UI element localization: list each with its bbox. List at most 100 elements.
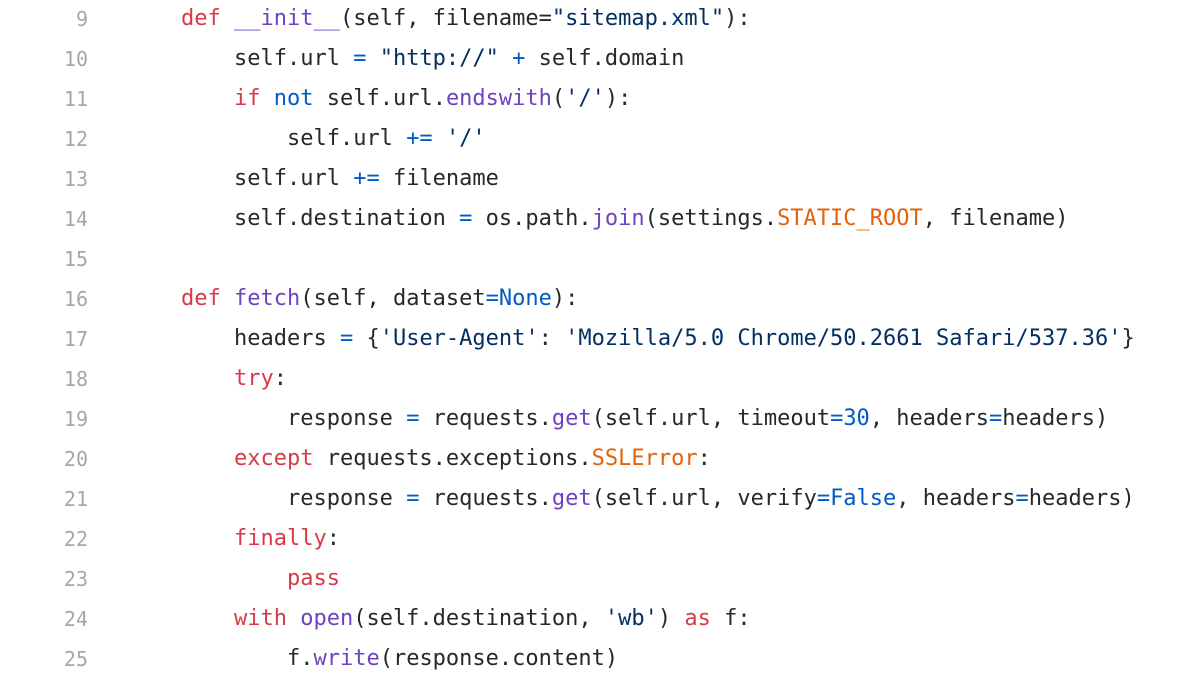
code-token: = — [459, 206, 473, 231]
code-token: join — [591, 206, 645, 231]
code-token: as — [684, 606, 711, 631]
code-line: 10 self.url = "http://" + self.domain — [0, 39, 1200, 79]
code-text: f.write(response.content) — [181, 639, 618, 679]
line-number: 11 — [63, 87, 88, 111]
code-text: try: — [181, 359, 287, 399]
line-number: 24 — [63, 607, 88, 631]
code-text: with open(self.destination, 'wb') as f: — [181, 599, 751, 639]
line-number: 10 — [63, 47, 88, 71]
code-line: 22 finally: — [0, 519, 1200, 559]
indent — [181, 486, 287, 511]
code-token: self.url. — [313, 86, 446, 111]
code-text: if not self.url.endswith('/'): — [181, 79, 631, 119]
code-token — [260, 86, 273, 111]
code-token: requests. — [419, 486, 552, 511]
code-token: = — [353, 46, 367, 71]
code-line: 14 self.destination = os.path.join(setti… — [0, 199, 1200, 239]
code-token: = — [989, 406, 1003, 431]
code-token: write — [313, 646, 380, 671]
code-token: def — [181, 6, 221, 31]
code-text: self.url += filename — [181, 159, 499, 199]
code-token: = — [816, 486, 831, 511]
code-token: try — [233, 366, 274, 391]
indent — [181, 406, 287, 431]
indent — [181, 46, 234, 71]
code-token: fetch — [234, 286, 301, 311]
code-token: self.url — [233, 166, 354, 191]
code-token: os.path. — [472, 206, 592, 231]
indent — [181, 366, 234, 391]
indent — [181, 566, 287, 591]
code-text: def __init__(self, filename="sitemap.xml… — [181, 0, 751, 39]
indent — [181, 606, 234, 631]
code-token: pass — [286, 566, 340, 591]
code-token — [366, 46, 379, 71]
code-token: def — [181, 286, 221, 311]
code-token: = — [406, 406, 420, 431]
code-token: 'wb' — [604, 606, 658, 631]
code-text: def fetch(self, dataset=None): — [181, 279, 578, 319]
code-text: response = requests.get(self.url, timeou… — [181, 399, 1108, 439]
code-text: headers = {'User-Agent': 'Mozilla/5.0 Ch… — [181, 319, 1135, 359]
code-token: '/' — [565, 86, 605, 111]
code-token: ( — [551, 86, 566, 111]
code-line: 24 with open(self.destination, 'wb') as … — [0, 599, 1200, 639]
code-token: ): — [551, 286, 579, 311]
line-number: 9 — [75, 7, 88, 31]
indent — [181, 446, 234, 471]
code-token: headers) — [1028, 486, 1135, 511]
code-token: (self.destination, — [353, 606, 605, 631]
code-text: self.destination = os.path.join(settings… — [181, 199, 1068, 239]
line-number: 21 — [63, 487, 88, 511]
line-number: 23 — [63, 567, 88, 591]
code-token: get — [551, 406, 592, 431]
code-token: (response.content) — [379, 646, 619, 671]
code-token: (self, dataset — [300, 286, 486, 311]
line-number: 12 — [63, 127, 88, 151]
line-number: 15 — [63, 247, 88, 271]
line-number: 19 — [63, 407, 88, 431]
code-token: 30 — [843, 406, 870, 431]
code-token — [287, 606, 300, 631]
code-token: = — [830, 406, 844, 431]
code-token: not — [273, 86, 314, 111]
indent — [181, 206, 234, 231]
code-token: } — [1121, 326, 1135, 351]
indent — [181, 526, 234, 551]
code-token: get — [551, 486, 592, 511]
code-token: "http://" — [379, 46, 499, 71]
line-number: 22 — [63, 527, 88, 551]
code-token: : — [273, 366, 287, 391]
code-line: 18 try: — [0, 359, 1200, 399]
code-token: SSLError — [591, 446, 698, 471]
code-token: except — [233, 446, 314, 471]
code-token: self.url — [233, 46, 354, 71]
code-token: : — [697, 446, 711, 471]
code-token: 'Mozilla/5.0 Chrome/50.2661 Safari/537.3… — [565, 326, 1122, 351]
code-token: { — [353, 326, 380, 351]
code-token: += — [406, 126, 433, 151]
code-token: None — [498, 286, 552, 311]
code-line: 9 def __init__(self, filename="sitemap.xm… — [0, 0, 1200, 39]
code-token: STATIC_ROOT — [777, 206, 923, 231]
code-text: except requests.exceptions.SSLError: — [181, 439, 711, 479]
code-token: f: — [710, 606, 751, 631]
code-token: : — [326, 526, 340, 551]
code-line: 20 except requests.exceptions.SSLError: — [0, 439, 1200, 479]
code-token: "sitemap.xml" — [551, 6, 725, 31]
line-number: 20 — [63, 447, 88, 471]
code-token: = — [339, 326, 354, 351]
code-token: filename — [379, 166, 499, 191]
code-line: 25 f.write(response.content) — [0, 639, 1200, 679]
indent — [181, 646, 287, 671]
code-token — [221, 286, 234, 311]
code-token: response — [286, 486, 407, 511]
code-token — [221, 6, 234, 31]
indent — [181, 166, 234, 191]
code-token: , headers — [896, 486, 1016, 511]
code-token: response — [286, 406, 407, 431]
code-line: 15 — [0, 239, 1200, 279]
code-token: ) — [657, 606, 685, 631]
